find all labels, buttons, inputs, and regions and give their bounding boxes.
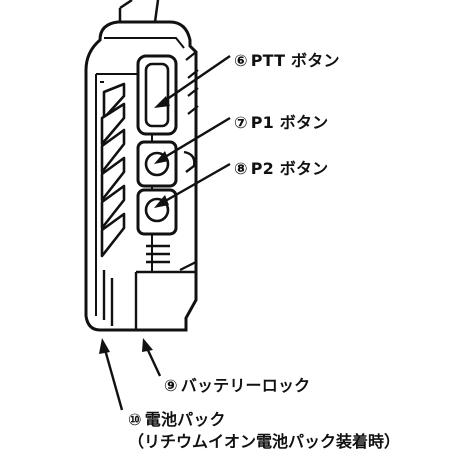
callout-number: ⑧: [234, 159, 248, 178]
callout-number: ⑥: [234, 51, 248, 70]
battery-lock-seam: [134, 270, 196, 330]
callout-arrows: [99, 55, 231, 411]
callout-battery-pack-note: （リチウムイオン電池パック装着時）: [128, 432, 401, 451]
callout-text: PTT ボタン: [250, 51, 340, 70]
callout-number: ⑩: [128, 410, 142, 429]
strap-hook: [183, 150, 196, 173]
p1-button: [136, 140, 178, 188]
callout-number: ⑦: [234, 113, 248, 132]
callout-number: ⑨: [164, 376, 178, 395]
ptt-button: [136, 54, 178, 136]
callout-text: 電池パック: [144, 410, 226, 429]
callout-text: P2 ボタン: [250, 159, 329, 178]
p2-button: [136, 188, 178, 236]
battery-bottom-grip: [102, 270, 114, 326]
vent-slots: [146, 244, 170, 264]
side-ridges: [179, 51, 199, 271]
battery-grip-ridges: [100, 82, 126, 258]
top-clip: [118, 0, 160, 24]
callout-text: バッテリーロック: [180, 376, 311, 395]
callout-text: P1 ボタン: [250, 113, 329, 132]
